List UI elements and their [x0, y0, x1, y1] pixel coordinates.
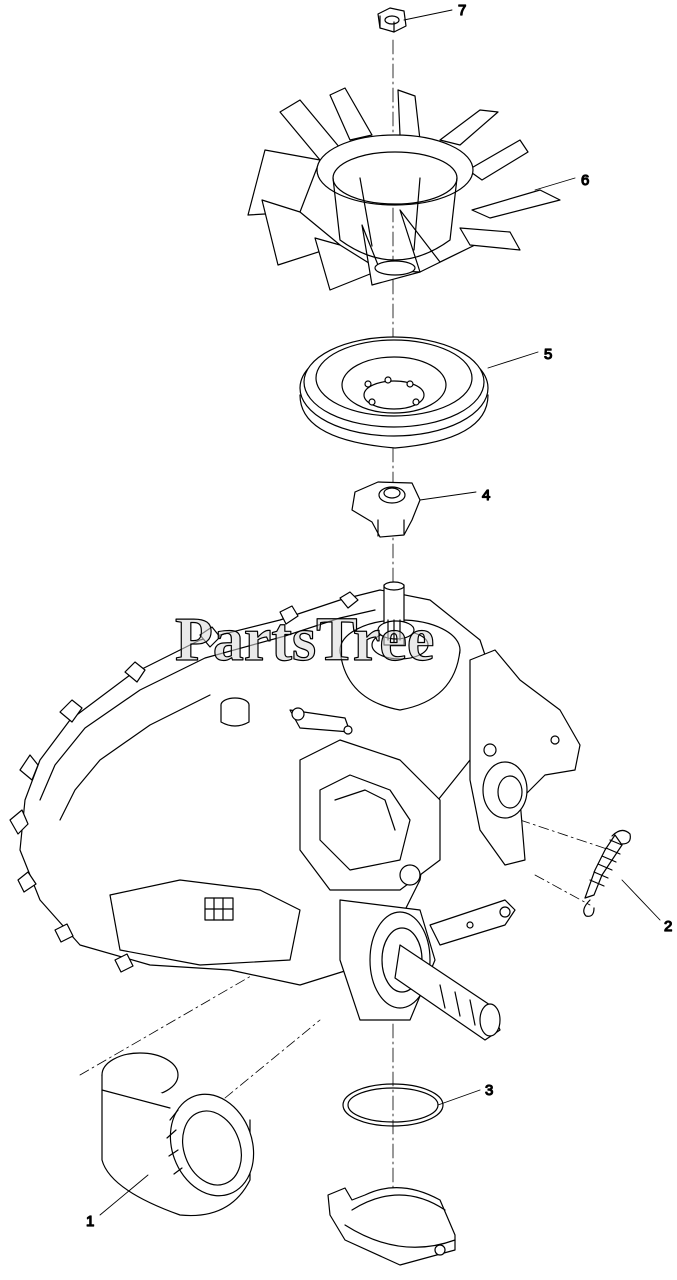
- spring-leader-lines: [519, 819, 611, 906]
- part-7-nut: [377, 7, 407, 33]
- watermark-text: PartsTree: [175, 606, 434, 674]
- callout-2: 2: [664, 918, 672, 935]
- transaxle-housing: [9, 581, 581, 1041]
- part-6-fan: [247, 87, 561, 291]
- part-5-pulley: [299, 336, 489, 449]
- filter-leader-lines: [79, 964, 321, 1099]
- part-1-oil-filter: [101, 1052, 255, 1217]
- callout-5: 5: [544, 346, 552, 363]
- callout-3: 3: [485, 1082, 493, 1099]
- callout-4: 4: [482, 487, 490, 504]
- callout-6: 6: [581, 172, 589, 189]
- part-2-spring: [583, 829, 631, 917]
- callout-1: 1: [86, 1213, 94, 1230]
- callout-leaders: [99, 9, 661, 1216]
- callout-7: 7: [458, 2, 466, 19]
- bottom-filter-cover: [327, 1187, 456, 1266]
- part-4-hub: [351, 481, 421, 538]
